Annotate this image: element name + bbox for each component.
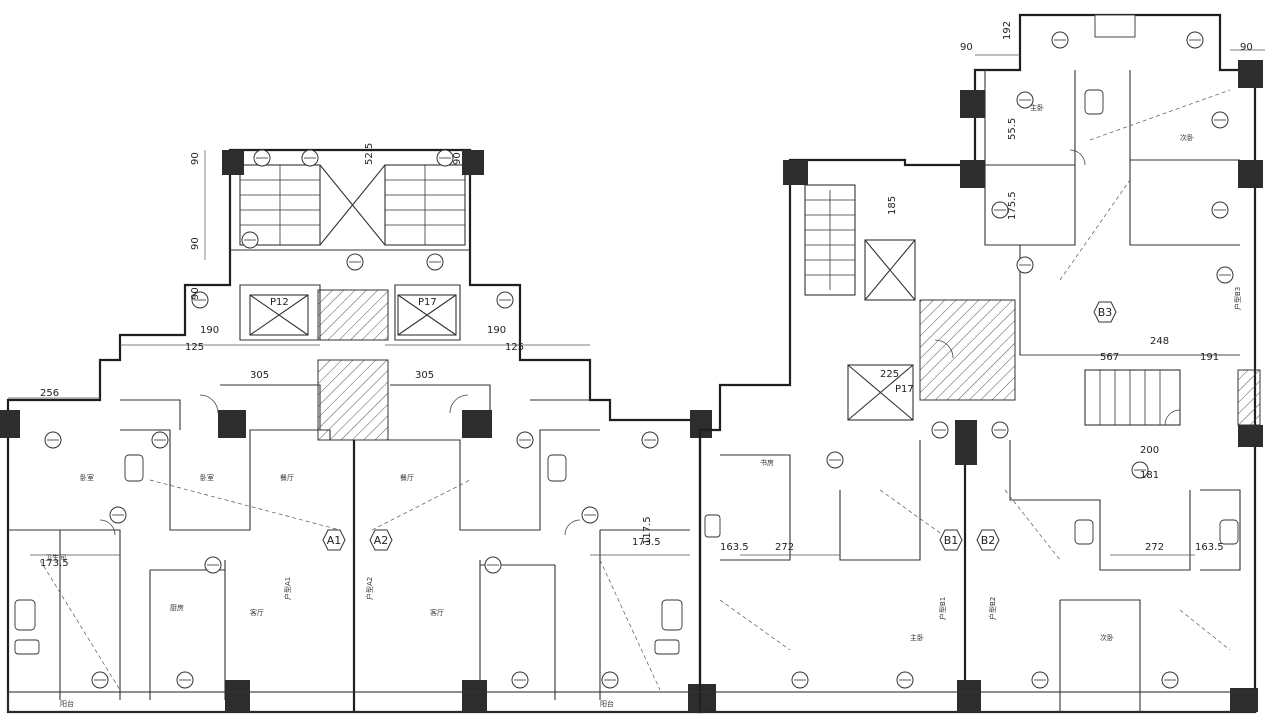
unit-label-b2: B2 — [976, 529, 1000, 551]
elevator-label-p17-b: P17 — [895, 384, 914, 395]
shaft-hatched-left — [317, 359, 389, 441]
dim-text: 117.5 — [642, 516, 653, 545]
dim-text: 52.5 — [364, 143, 375, 165]
dim-text: 90 — [190, 152, 201, 165]
reference-tags — [44, 31, 1234, 689]
dim-text: 181 — [1140, 470, 1159, 481]
unit-a1-text: A1 — [327, 534, 342, 547]
dim-text: 90 — [960, 42, 973, 53]
room-label: 餐厅 — [280, 473, 294, 482]
room-label: 书房 — [760, 458, 774, 467]
unit-b1-text: B1 — [944, 534, 959, 547]
room-label: 阳台 — [60, 699, 74, 708]
elevator-shaft-p17-b — [847, 364, 914, 421]
unit-note: 户型B2 — [988, 597, 997, 620]
dim-text: 175.5 — [1007, 191, 1018, 220]
unit-note: 户型A2 — [365, 577, 374, 600]
room-label: 卧室 — [80, 473, 94, 482]
unit-a2-text: A2 — [374, 534, 389, 547]
unit-b3-text: B3 — [1098, 306, 1113, 319]
room-label: 卫生间 — [45, 553, 66, 562]
dim-text: 163.5 — [720, 542, 749, 553]
dim-text: 190 — [200, 325, 219, 336]
unit-label-b1: B1 — [939, 529, 963, 551]
dim-text: 90 — [1240, 42, 1253, 53]
building-right — [698, 13, 1265, 714]
dim-text: 305 — [415, 370, 434, 381]
stair-right — [384, 164, 466, 246]
elevator-shaft-p12 — [249, 294, 309, 336]
dim-text: 305 — [250, 370, 269, 381]
room-label: 阳台 — [600, 699, 614, 708]
unit-label-b3: B3 — [1093, 301, 1117, 323]
elevator-label-p12: P12 — [270, 297, 289, 308]
unit-note: 户型A1 — [283, 577, 292, 600]
stair-right-core — [804, 184, 856, 296]
dim-text: 55.5 — [1007, 118, 1018, 140]
room-label: 客厅 — [430, 608, 444, 617]
shaft-hatched-right — [919, 299, 1016, 401]
dim-text: 191 — [1200, 352, 1219, 363]
dim-text: 90 — [190, 287, 201, 300]
room-label: 主卧 — [910, 633, 924, 642]
building-left — [0, 148, 716, 714]
room-label: 客厅 — [250, 608, 264, 617]
unit-note: 户型B3 — [1233, 287, 1242, 310]
dim-text: 272 — [775, 542, 794, 553]
dim-text: 192 — [1002, 21, 1013, 40]
room-label: 厨房 — [170, 603, 184, 612]
unit-b2-text: B2 — [981, 534, 996, 547]
dim-text: 185 — [887, 196, 898, 215]
unit-label-a1: A1 — [322, 529, 346, 551]
dim-text: 125 — [185, 342, 204, 353]
stair-left — [239, 164, 321, 246]
dim-text: 163.5 — [1195, 542, 1224, 553]
unit-note: 户型B1 — [938, 597, 947, 620]
elevator-shaft-p17 — [397, 294, 457, 336]
elevator-label-p17: P17 — [418, 297, 437, 308]
dim-text: 272 — [1145, 542, 1164, 553]
dim-text: 200 — [1140, 445, 1159, 456]
dim-text: 256 — [40, 388, 59, 399]
dim-text: 567 — [1100, 352, 1119, 363]
dim-text: 90 — [452, 152, 463, 165]
room-label: 主卧 — [1030, 103, 1044, 112]
dim-text: 225 — [880, 369, 899, 380]
balcony-strip — [7, 691, 1257, 713]
dim-text: 173.5 — [632, 537, 661, 548]
room-label: 卧室 — [200, 473, 214, 482]
room-label: 次卧 — [1180, 133, 1194, 142]
dim-text: 190 — [487, 325, 506, 336]
dim-text: 90 — [190, 237, 201, 250]
unit-label-a2: A2 — [369, 529, 393, 551]
dim-text: 248 — [1150, 336, 1169, 347]
room-label: 餐厅 — [400, 473, 414, 482]
dim-text: 173.5 — [40, 558, 69, 569]
room-label: 次卧 — [1100, 633, 1114, 642]
dim-text: 125 — [505, 342, 524, 353]
